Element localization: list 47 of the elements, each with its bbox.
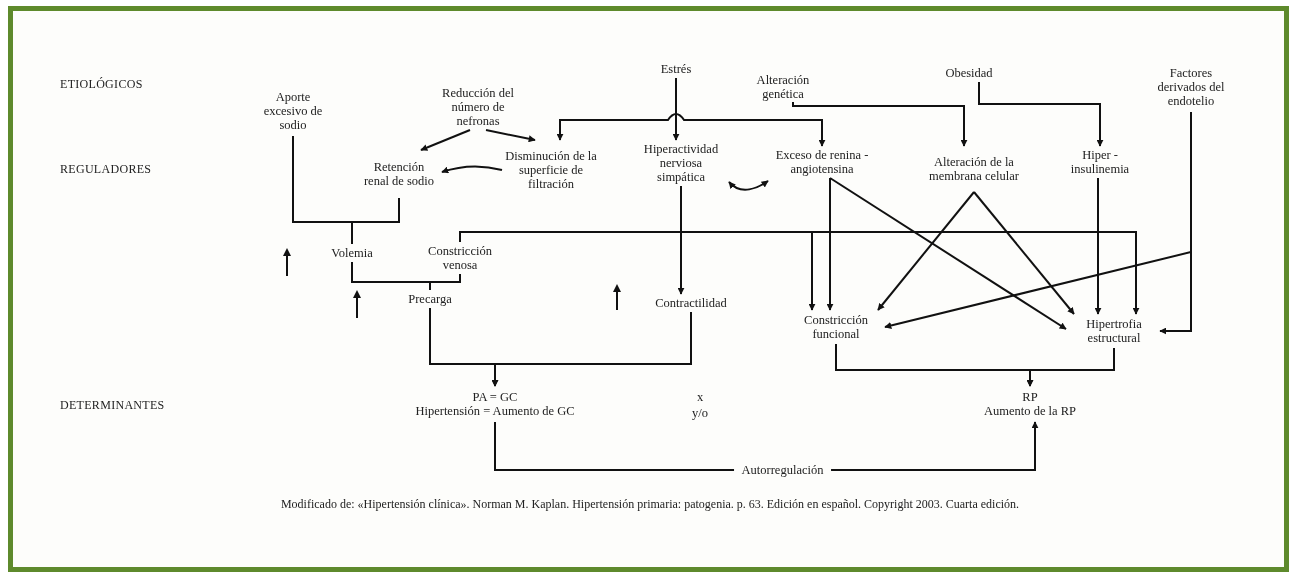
arrow (973, 191, 1075, 315)
arrow (826, 177, 834, 311)
arrow (829, 177, 1067, 330)
operator-label: y/o (691, 406, 709, 421)
node-label: Alteración de la membrana celular (928, 155, 1020, 183)
node-label: Aumento de la RP (984, 404, 1076, 418)
caption: Modificado de: «Hipertensión clínica». Norman M. Kaplan. Hipertensión primaria: patogenia. p. 63. Edición en español. Copyright 2003. Cuarta edición. (279, 496, 1021, 512)
arrow (459, 231, 1140, 315)
node-label: Exceso de renina - angiotensina (774, 148, 870, 176)
node-label: Reducción del número de nefronas (441, 86, 515, 128)
arrow (485, 129, 536, 143)
arrow (1026, 347, 1115, 387)
row-label: DETERMINANTES (60, 398, 165, 413)
node-label: Contractilidad (655, 296, 727, 310)
arrow (441, 165, 503, 174)
arrow (420, 129, 471, 151)
node-label: Precarga (408, 292, 452, 306)
node-label: PA = GC (472, 390, 518, 404)
node-label: Factores derivados del endotelio (1156, 66, 1226, 108)
node-label: RP (1022, 390, 1038, 404)
arrow (491, 311, 692, 387)
node-label: Volemia (331, 246, 373, 260)
node-label: Hipertensión = Aumento de GC (415, 404, 575, 418)
node-label: Hiper - insulinemia (1069, 148, 1131, 176)
arrow (728, 180, 769, 191)
arrow (672, 77, 680, 141)
arrow (677, 185, 685, 295)
node-label: Obesidad (945, 66, 993, 80)
node-label: Constricción venosa (427, 244, 493, 272)
edge-label: Autorregulación (733, 462, 832, 478)
node-label: Aporte excesivo de sodio (262, 90, 324, 132)
arrow (792, 101, 968, 147)
arrow (877, 191, 975, 311)
arrow (884, 111, 1192, 329)
arrow (1094, 177, 1102, 315)
row-label: ETIOLÓGICOS (60, 77, 143, 92)
node-label: Hiperactividad nerviosa simpática (642, 142, 720, 184)
node-label: Estrés (660, 62, 692, 76)
arrow (556, 113, 826, 147)
row-label: REGULADORES (60, 162, 152, 177)
node-label: Retención renal de sodio (362, 160, 436, 188)
operator-label: x (695, 390, 705, 405)
node-label: Constricción funcional (803, 313, 869, 341)
node-label: Alteración genética (755, 73, 811, 101)
arrow (978, 81, 1104, 147)
node-label: Disminución de la superficie de filtración (505, 149, 597, 191)
node-label: Hipertrofia estructural (1085, 317, 1143, 345)
